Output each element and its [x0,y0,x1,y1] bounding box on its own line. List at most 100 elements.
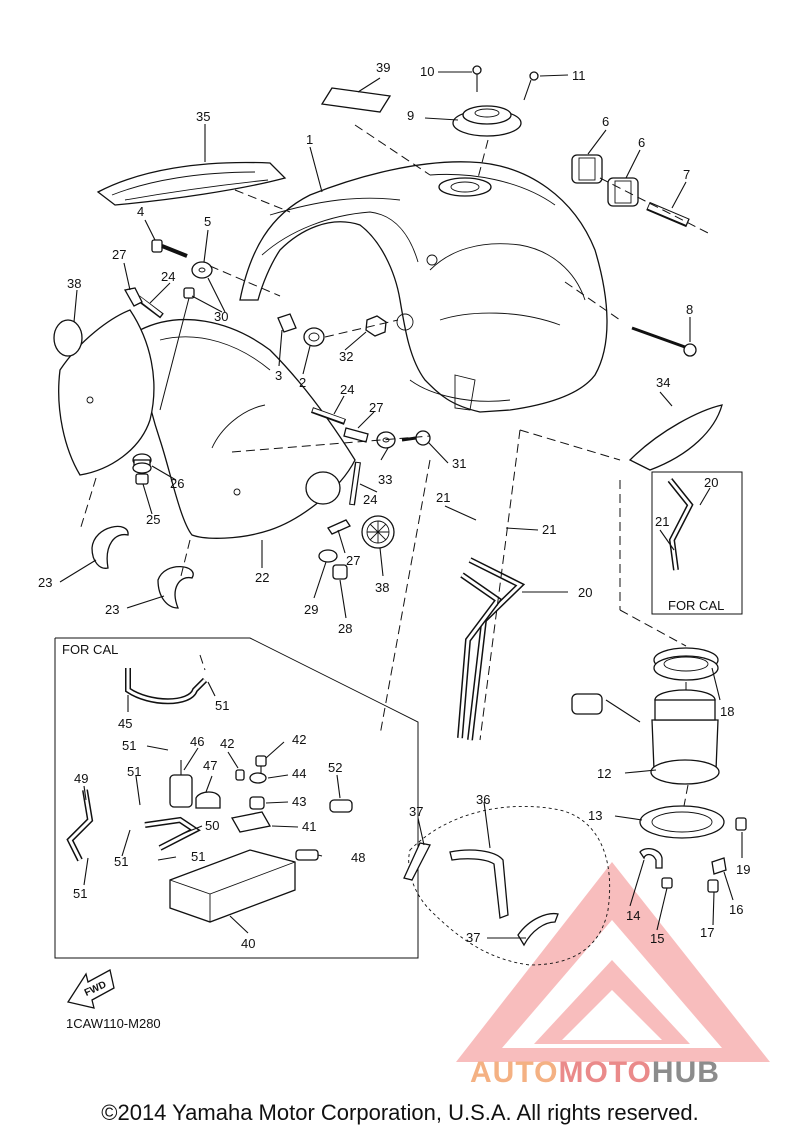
label-20b: 20 [704,475,718,490]
label-24b: 24 [340,382,354,397]
label-21c: 21 [655,514,669,529]
ring-18 [653,647,719,681]
label-19: 19 [736,862,750,877]
bolt-4 [151,239,188,258]
pad-37b [449,849,509,919]
fuel-tank [239,161,608,413]
pad-37c [517,912,559,947]
label-22: 22 [255,570,269,585]
label-25: 25 [146,512,160,527]
band-24b [310,407,347,425]
bracket-47 [195,791,221,809]
label-42a: 42 [220,736,234,751]
label-42b: 42 [292,732,306,747]
for-cal-box-main: FOR CAL [54,637,419,959]
label-16: 16 [729,902,743,917]
label-24c: 24 [363,492,377,507]
damper-6a [571,154,603,184]
label-20a: 20 [578,585,592,600]
washer-5 [191,261,213,279]
tank-cover-35 [96,161,287,206]
damper-6b [607,177,639,207]
screw-28 [332,564,348,580]
hose-20-main [457,557,526,741]
label-18: 18 [720,704,734,719]
gasket-13 [639,805,725,839]
label-38a: 38 [67,276,81,291]
bolt-8 [631,326,697,357]
pad-34 [628,404,723,471]
label-7: 7 [683,167,690,182]
washer-29 [318,549,338,563]
nut-3 [277,313,297,333]
clip-23a [91,525,129,569]
plate-41 [230,811,272,833]
label-35: 35 [196,109,210,124]
copyright-notice: ©2014 Yamaha Motor Corporation, U.S.A. A… [101,1100,699,1125]
label-51c: 51 [127,764,141,779]
diagram-code: 1CAW110-M280 [66,1016,161,1031]
screw-17 [707,879,719,893]
label-44: 44 [292,766,306,781]
label-21b: 21 [542,522,556,537]
label-21a: 21 [436,490,450,505]
fwd-arrow-icon: FWD [66,969,115,1009]
label-50: 50 [205,818,219,833]
label-12: 12 [597,766,611,781]
label-6a: 6 [602,114,609,129]
label-39: 39 [376,60,390,75]
label-47: 47 [203,758,217,773]
label-8: 8 [686,302,693,317]
label-51f: 51 [73,886,87,901]
label-17: 17 [700,925,714,940]
label-36: 36 [476,792,490,807]
hose-20-cal [667,478,694,571]
label-31: 31 [452,456,466,471]
label-24a: 24 [161,269,175,284]
bolt-30 [159,287,195,411]
emblem-38-right [361,515,395,549]
label-49: 49 [74,771,88,786]
label-2: 2 [299,375,306,390]
pad-39 [320,87,392,113]
tank-outline-36 [408,805,611,966]
label-51e: 51 [191,849,205,864]
label-38b: 38 [375,580,389,595]
label-23b: 23 [105,602,119,617]
watermark-hub: HUB [651,1056,720,1089]
part-labels: 1 2 3 4 5 6 6 7 8 9 10 11 12 13 14 15 16… [38,60,750,951]
label-4: 4 [137,204,144,219]
for-cal-title-2: FOR CAL [668,598,724,613]
screw-15 [661,877,673,889]
clip-23b [157,566,194,609]
collar-7 [646,201,690,228]
label-11: 11 [572,68,586,83]
valve-46 [169,760,193,808]
joint-48 [295,849,319,861]
label-43: 43 [292,794,306,809]
for-cal-box-small: FOR CAL [651,471,743,615]
label-51d: 51 [114,854,128,869]
label-10: 10 [420,64,434,79]
clamp-16 [711,857,727,875]
label-15: 15 [650,931,664,946]
label-48: 48 [351,850,365,865]
label-37b: 37 [466,930,480,945]
label-45: 45 [118,716,132,731]
bolt-31 [401,430,431,446]
leader-lines [59,71,743,939]
hose-50 [144,816,201,851]
dashed-lines [79,124,713,807]
label-51a: 51 [215,698,229,713]
fuel-cap-9 [452,105,522,137]
label-32: 32 [339,349,353,364]
label-37a: 37 [409,804,423,819]
side-cover-22 [139,319,356,539]
label-46: 46 [190,734,204,749]
shroud-left [58,309,155,476]
label-27c: 27 [346,553,360,568]
washer-44 [249,772,267,784]
collar-25 [135,473,149,485]
label-33: 33 [378,472,392,487]
bolt-42a [235,769,245,781]
